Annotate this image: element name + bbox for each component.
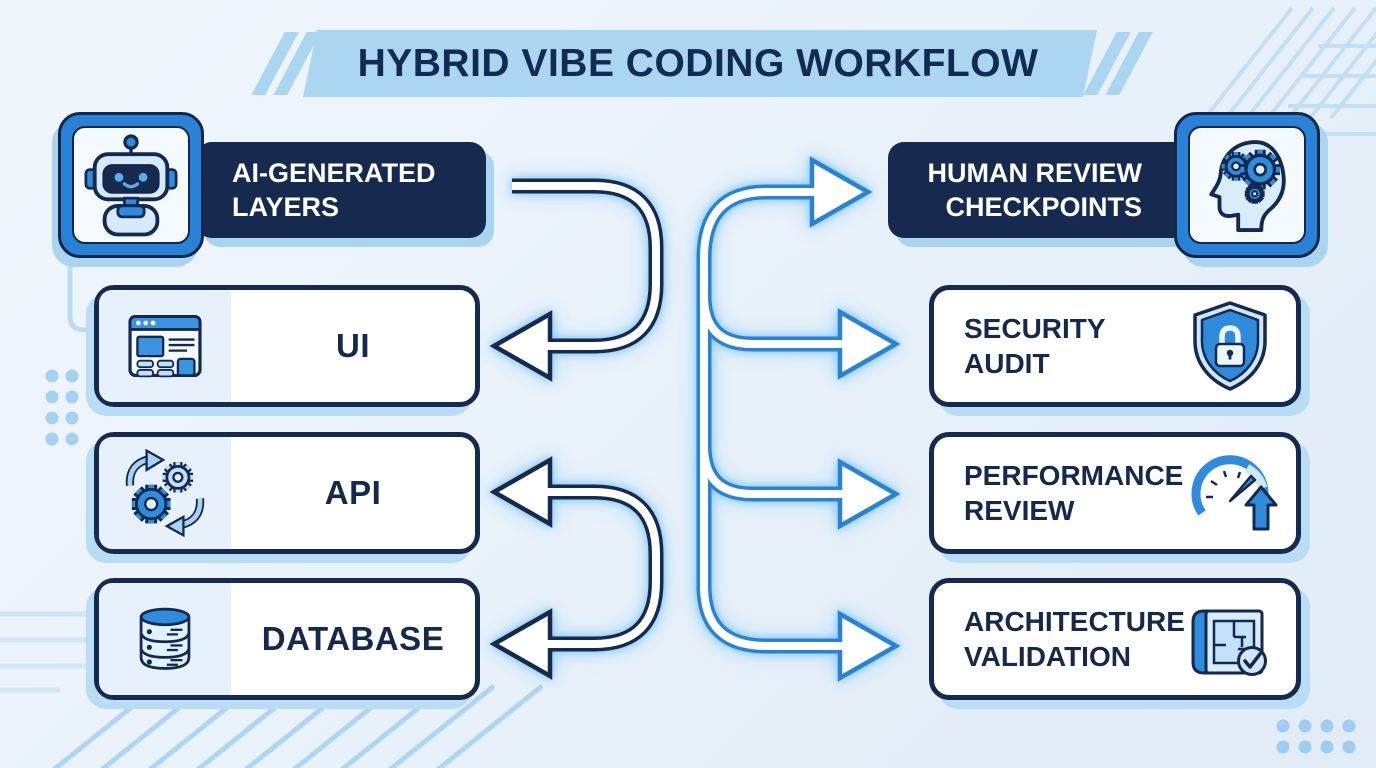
layer-label-api: API [324, 474, 382, 511]
arrowhead-to-ui [489, 310, 553, 382]
arrowhead-to-database [489, 608, 553, 680]
arrowhead-to-review-header [809, 156, 873, 228]
checkpoint-label-architecture-validation: ARCHITECTURE VALIDATION [964, 606, 1185, 672]
robot-tile [58, 112, 204, 258]
lines-bottom-left [0, 611, 88, 693]
arrowhead-to-performance [837, 458, 901, 530]
gauge-up-icon [1191, 455, 1278, 531]
layer-label-database: DATABASE [261, 620, 445, 657]
checkpoint-label-security-audit: SECURITY AUDIT [964, 313, 1106, 379]
checkpoint-box-performance-review: PERFORMANCE REVIEW [929, 432, 1301, 554]
checkpoint-box-architecture-validation: ARCHITECTURE VALIDATION [929, 578, 1301, 700]
blueprint-check-icon [1191, 609, 1267, 676]
robot-icon [84, 134, 178, 237]
checkpoint-label-performance-review: PERFORMANCE REVIEW [964, 460, 1184, 526]
layer-box-database: DATABASE [94, 578, 480, 700]
ai-layers-header: AI-GENERATED LAYERS [196, 142, 486, 238]
dot-grid-bottom-right [1276, 719, 1356, 754]
human-review-header-line1: HUMAN REVIEW [927, 158, 1143, 188]
head-tile [1174, 112, 1320, 258]
dot-grid-left [45, 369, 79, 446]
arrowhead-to-api [489, 456, 553, 528]
layer-label-ui: UI [336, 327, 370, 364]
checkpoint-box-security-audit: SECURITY AUDIT [929, 285, 1301, 407]
browser-window-icon [128, 314, 202, 378]
review-flow-arrows [696, 156, 901, 682]
arrowhead-to-security [837, 308, 901, 380]
shield-lock-icon [1193, 301, 1267, 391]
gears-sync-icon [125, 448, 205, 538]
layer-box-ui: UI [94, 285, 480, 407]
database-icon [139, 607, 191, 670]
head-gears-icon [1209, 140, 1286, 233]
connector-line [67, 260, 96, 333]
hatch-bottom-left [51, 684, 544, 768]
ai-flow-arrows [489, 178, 664, 680]
ai-layers-header-line2: LAYERS [232, 192, 340, 222]
hatch-top-right [1203, 6, 1376, 136]
arrowhead-to-architecture [837, 610, 901, 682]
ai-layers-header-line1: AI-GENERATED [232, 158, 436, 188]
layer-box-api: API [94, 432, 480, 554]
page-title: HYBRID VIBE CODING WORKFLOW [357, 41, 1039, 85]
human-review-header-line2: CHECKPOINTS [945, 192, 1142, 222]
